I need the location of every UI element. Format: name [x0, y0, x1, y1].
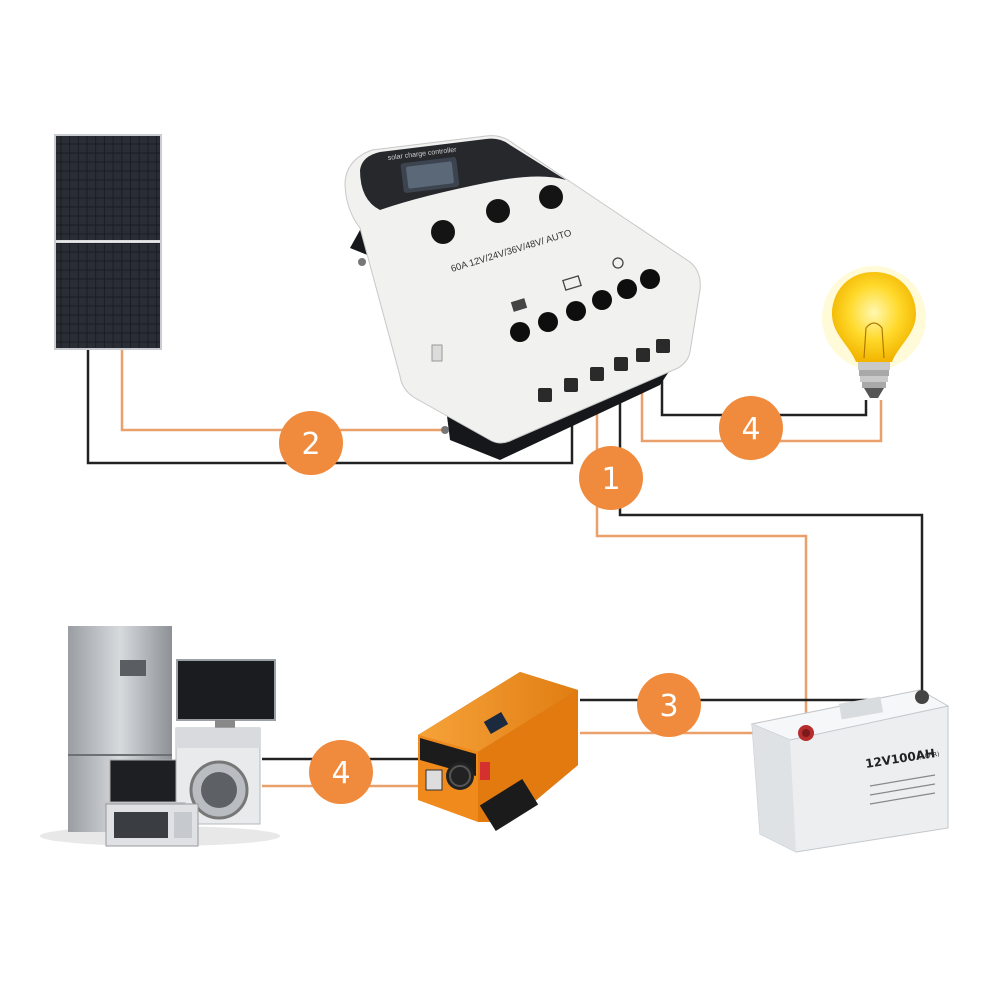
badge-pv-input-label: 2 — [301, 427, 320, 462]
badge-battery-link: 1 — [579, 446, 643, 510]
badge-inverter-battery-label: 3 — [659, 689, 678, 724]
solar-panel-icon — [54, 134, 162, 350]
up-button — [486, 199, 510, 223]
mode-button — [431, 220, 455, 244]
light-bulb-icon — [822, 266, 926, 398]
badge-dc-load-label: 4 — [741, 412, 760, 447]
battery-label-suffix: (10HR) — [918, 751, 940, 761]
badge-pv-input: 2 — [279, 411, 343, 475]
down-button — [539, 185, 563, 209]
badge-inverter-battery: 3 — [637, 673, 701, 737]
badge-ac-load: 4 — [309, 740, 373, 804]
badge-ac-load-label: 4 — [331, 756, 350, 791]
badge-battery-link-label: 1 — [601, 462, 620, 497]
inverter-icon — [418, 672, 578, 831]
charge-controller-icon: solar charge controller 60A 12V/24V/36V/… — [344, 135, 701, 460]
badge-dc-load: 4 — [719, 396, 783, 460]
appliances-icon — [40, 626, 280, 847]
battery-icon: 12V100AH (10HR) — [750, 689, 950, 853]
